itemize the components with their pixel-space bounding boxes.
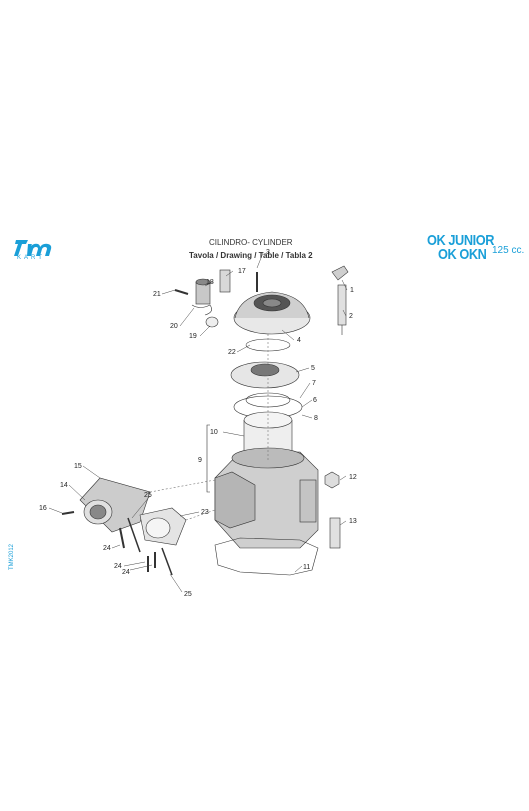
model-name-line1: OK JUNIOR [427,232,495,249]
callout-16: 16 [39,505,47,512]
callout-24a: 24 [103,545,111,552]
callout-21: 21 [153,291,161,298]
callout-8: 8 [314,415,318,422]
callout-14: 14 [60,482,68,489]
callout-24b: 24 [114,563,122,570]
callout-5: 5 [311,365,315,372]
cylinder-head-part [233,291,311,335]
tm-logo [14,240,52,256]
drawing-title: CILINDRO- CYLINDER [209,238,293,247]
callout-9: 9 [198,457,202,464]
model-name-line2: OK OKN [438,246,487,263]
displacement-label: 125 cc. [492,245,525,256]
callout-13: 13 [349,518,357,525]
callout-3: 3 [266,249,270,256]
callout-10: 10 [210,429,218,436]
callout-11: 11 [303,564,310,571]
callout-17: 17 [238,268,246,275]
callout-18: 18 [206,279,214,286]
callout-7: 7 [312,380,316,387]
callout-2: 2 [349,313,353,320]
callout-24c: 24 [122,569,130,576]
callout-6: 6 [313,397,317,404]
callout-25a: 25 [144,492,152,499]
drawing-subtitle: Tavola / Drawing / Table / Tabla 2 [189,251,313,260]
callout-19: 19 [189,333,197,340]
callout-12: 12 [349,474,357,481]
callout-23: 23 [201,509,209,516]
callout-1: 1 [350,287,354,294]
logo-subtext: KART [17,255,45,261]
cylinder-body-part [214,447,319,549]
callout-15: 15 [74,463,82,470]
callout-22: 22 [228,349,236,356]
callout-25b: 25 [184,591,192,598]
callout-4: 4 [297,337,301,344]
callout-20: 20 [170,323,178,330]
